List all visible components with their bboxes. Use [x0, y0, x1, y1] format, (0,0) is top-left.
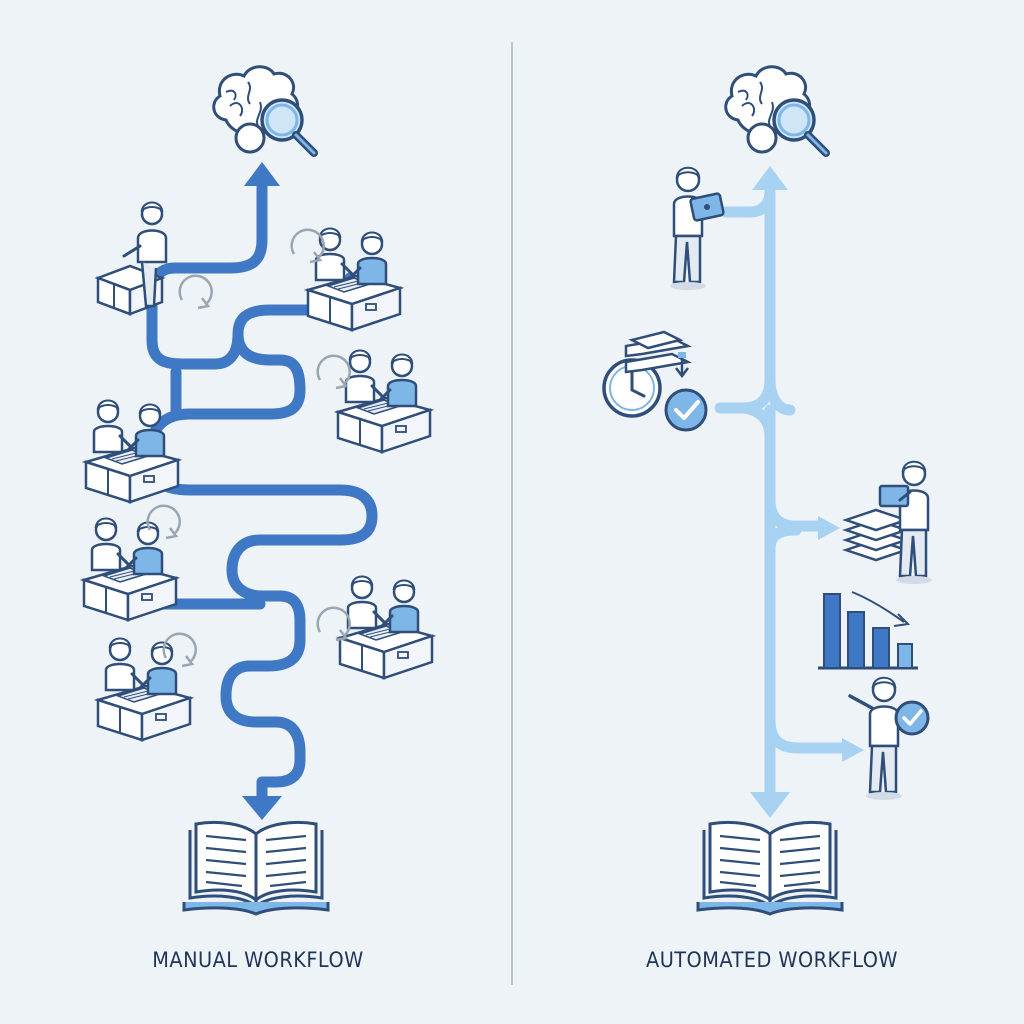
refresh-arrow-icon	[178, 274, 213, 310]
refresh-arrow-icon	[316, 354, 351, 390]
automated-main-path	[714, 180, 852, 798]
automated-right-arrowhead	[842, 738, 864, 762]
people-at-computer-desk-icon	[306, 227, 402, 332]
brain-magnifier-icon	[214, 67, 314, 153]
refresh-arrow-icon	[290, 228, 325, 264]
manual-down-arrowhead	[242, 796, 282, 820]
people-at-computer-desk-icon	[336, 349, 432, 454]
automated-right-arrowhead	[818, 516, 840, 540]
bar-chart-icon	[818, 591, 918, 670]
automated-up-arrowhead	[752, 166, 788, 190]
checkmark-badge-icon	[664, 388, 708, 432]
people-at-computer-desk-icon	[96, 637, 192, 742]
document-stack-icon	[842, 508, 910, 562]
brain-magnifier-icon	[726, 67, 826, 153]
document-stack-icon	[624, 330, 692, 379]
manual-workflow-caption: MANUAL WORKFLOW	[152, 948, 364, 972]
automated-workflow-caption: AUTOMATED WORKFLOW	[646, 948, 898, 972]
open-book-icon	[696, 820, 844, 916]
manual-winding-path	[146, 176, 378, 806]
open-book-icon	[182, 820, 330, 916]
automated-workflow-panel	[602, 67, 934, 916]
automated-down-arrowhead	[750, 792, 790, 818]
refresh-arrow-icon	[316, 606, 351, 642]
seated-worker-icon	[94, 201, 168, 316]
manual-workflow-panel	[82, 67, 434, 916]
presenter-icon	[848, 676, 930, 802]
people-at-computer-desk-icon	[338, 575, 434, 680]
people-at-computer-desk-icon	[82, 517, 178, 622]
laptop-user-icon	[878, 460, 934, 586]
tablet-user-icon	[668, 166, 725, 292]
manual-up-arrowhead	[244, 162, 280, 186]
